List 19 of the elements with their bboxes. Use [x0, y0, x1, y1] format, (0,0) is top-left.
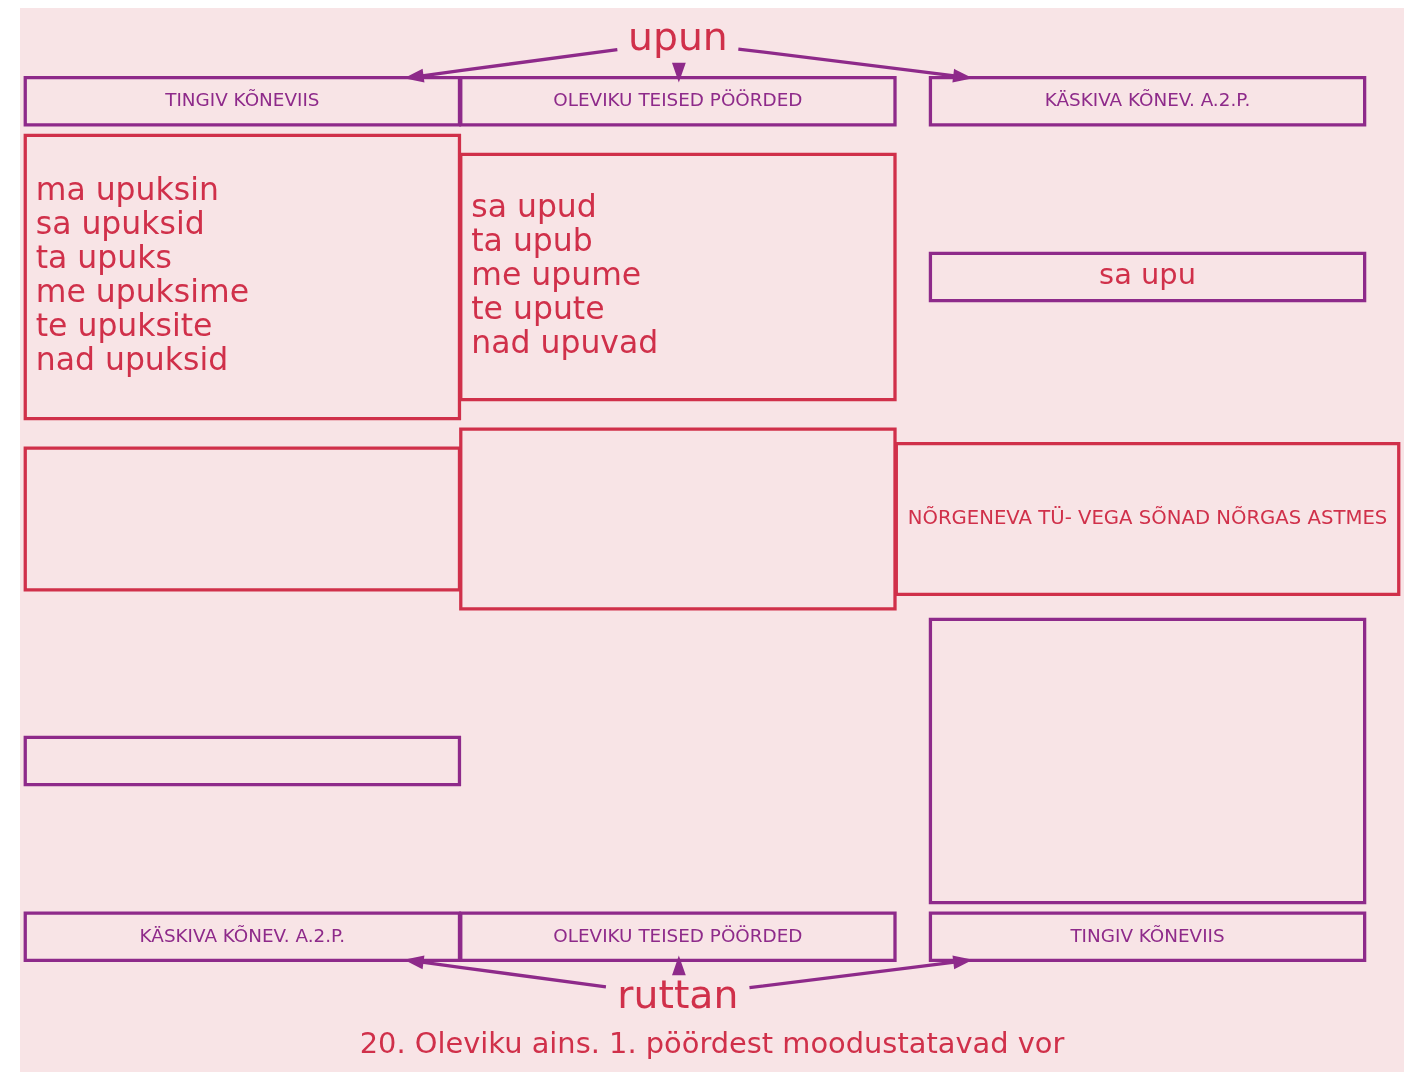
node-box: sa upu [928, 251, 1366, 303]
arrow [671, 62, 686, 83]
arrow [671, 955, 686, 976]
node-text: ruttan [616, 970, 738, 1017]
node-text: upun [627, 13, 728, 60]
caption: 20. Oleviku ains. 1. pöördest moodustatavad vor [359, 1026, 1064, 1061]
node-box: TINGIV KÕNEVIIS [928, 911, 1366, 963]
node-box [23, 446, 461, 592]
node-box: OLEVIKU TEISED PÖÖRDED [458, 75, 897, 127]
node-box: ma upuksin sa upuksid ta upuks me upuksime te upuksite nad upuksid [23, 133, 461, 421]
node-box: KÄSKIVA KÕNEV. A.2.P. [23, 911, 461, 963]
node-box [23, 735, 461, 787]
node-box: OLEVIKU TEISED PÖÖRDED [458, 911, 897, 963]
node-box: NÕRGENEVA TÜ- VEGA SÕNAD NÕRGAS ASTMES [894, 441, 1400, 597]
node-box: KÄSKIVA KÕNEV. A.2.P. [928, 75, 1366, 127]
node-box [928, 617, 1366, 905]
node-box [458, 427, 897, 611]
node-box: sa upud ta upub me upume te upute nad upuvad [458, 152, 897, 402]
node-box: TINGIV KÕNEVIIS [23, 75, 461, 127]
